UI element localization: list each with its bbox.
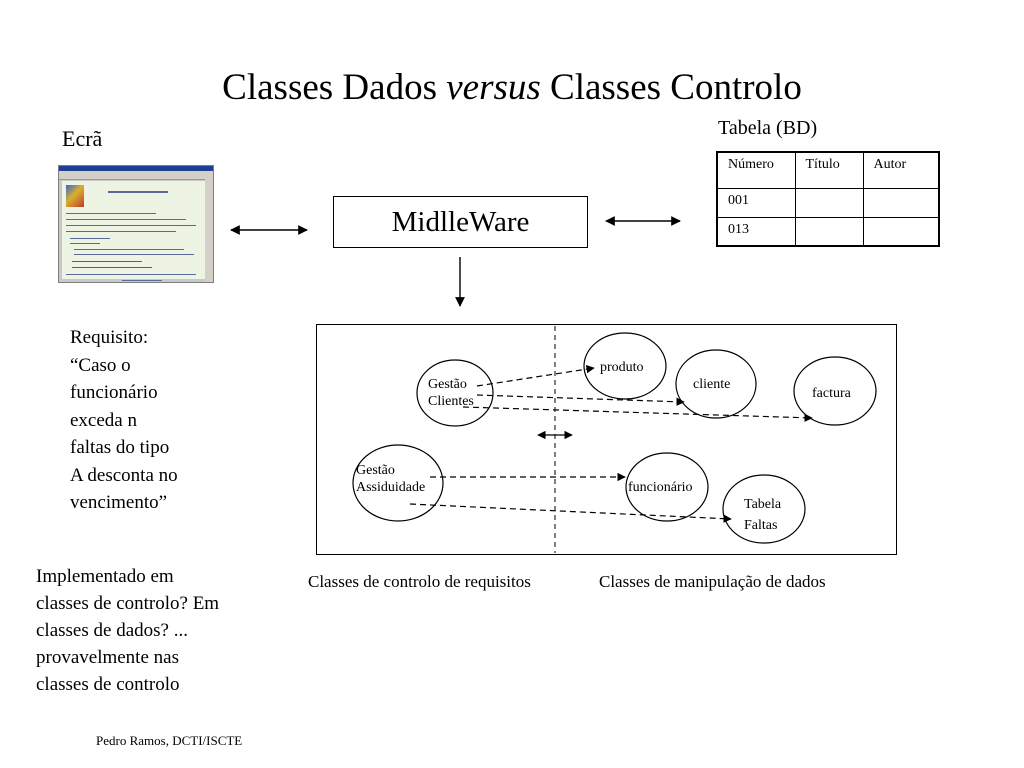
- node-label: Clientes: [428, 394, 474, 409]
- thumb-text-line: [70, 238, 110, 239]
- thumb-text-line: [66, 213, 156, 214]
- node-ellipse: [583, 332, 667, 400]
- node-funcionario: funcionário: [625, 452, 709, 522]
- node-label: cliente: [693, 377, 730, 392]
- classes-controlo-label: Classes de controlo de requisitos: [308, 572, 531, 591]
- node-ellipse: [793, 356, 877, 426]
- requisito-text: Requisito: “Caso o funcionário exceda n …: [70, 327, 178, 513]
- node-label: Tabela: [744, 497, 782, 512]
- db-table-cell: [862, 216, 940, 247]
- middleware-label: MidlleWare: [391, 205, 530, 238]
- thumb-link-line: [72, 261, 142, 262]
- thumb-text-line: [108, 191, 168, 193]
- thumb-link-line: [72, 267, 152, 268]
- thumb-logo-icon: [66, 185, 84, 207]
- thumb-text-line: [70, 243, 100, 244]
- middleware-box: MidlleWare: [333, 196, 588, 248]
- screen-label: Ecrã: [62, 126, 103, 151]
- db-table-row: 013: [716, 216, 940, 247]
- title-suffix: Classes Controlo: [540, 67, 802, 108]
- link-gestao-clientes-to-factura: [462, 406, 813, 422]
- title-emphasis: versus: [446, 67, 541, 108]
- node-label: Faltas: [744, 518, 777, 533]
- node-cliente: cliente: [675, 349, 757, 419]
- diagram-nodes: GestãoClientesGestãoAssiduidadeprodutocl…: [352, 332, 877, 544]
- link-gestao-clientes-to-cliente: [476, 394, 685, 406]
- node-label: Gestão: [356, 463, 395, 478]
- thumb-text-line: [66, 274, 196, 275]
- title-prefix: Classes Dados: [222, 67, 447, 108]
- link-gestao-clientes-to-produto: [476, 364, 595, 387]
- node-ellipse: [625, 452, 709, 522]
- link-gestao-assiduidade-to-tabela-faltas: [409, 503, 732, 523]
- thumb-text-line: [66, 225, 196, 226]
- thumb-text-line: [66, 219, 186, 220]
- thumb-text-line: [74, 254, 194, 255]
- slide-title: Classes Dados versus Classes Controlo: [0, 66, 1024, 109]
- thumb-text-line: [122, 280, 162, 281]
- node-produto: produto: [583, 332, 667, 400]
- classes-manipulacao-label: Classes de manipulação de dados: [599, 572, 826, 591]
- node-factura: factura: [793, 356, 877, 426]
- thumb-titlebar: [59, 166, 213, 171]
- thumb-menubar: [59, 171, 213, 180]
- node-label: Assiduidade: [356, 480, 425, 495]
- db-table-cell: [794, 216, 864, 247]
- node-ellipse: [722, 474, 806, 544]
- node-ellipse: [675, 349, 757, 419]
- db-table-row: 001: [716, 187, 940, 218]
- node-label: factura: [812, 386, 852, 401]
- node-label: funcionário: [628, 480, 693, 495]
- node-ellipse: [352, 444, 444, 522]
- db-table-cell: 013: [716, 216, 796, 247]
- db-table: Número Título Autor 001 013: [716, 151, 940, 247]
- implementado-text: Implementado em classes de controlo? Em …: [36, 566, 220, 695]
- thumb-text-line: [74, 249, 184, 250]
- classes-panel: [316, 324, 897, 555]
- db-table-header: Número: [716, 151, 796, 189]
- thumb-text-line: [66, 231, 176, 232]
- footer-author: Pedro Ramos, DCTI/ISCTE: [96, 733, 243, 748]
- node-label: Gestão: [428, 377, 467, 392]
- node-label: produto: [600, 360, 644, 375]
- node-ellipse: [416, 359, 494, 427]
- diagram-links: [409, 364, 813, 523]
- browser-window-screenshot-icon: [58, 165, 214, 283]
- db-table-label: Tabela (BD): [718, 117, 818, 139]
- db-table-cell: [794, 187, 864, 218]
- db-table-cell: 001: [716, 187, 796, 218]
- thumb-page: [62, 181, 205, 281]
- thumb-scrollbar: [205, 179, 213, 282]
